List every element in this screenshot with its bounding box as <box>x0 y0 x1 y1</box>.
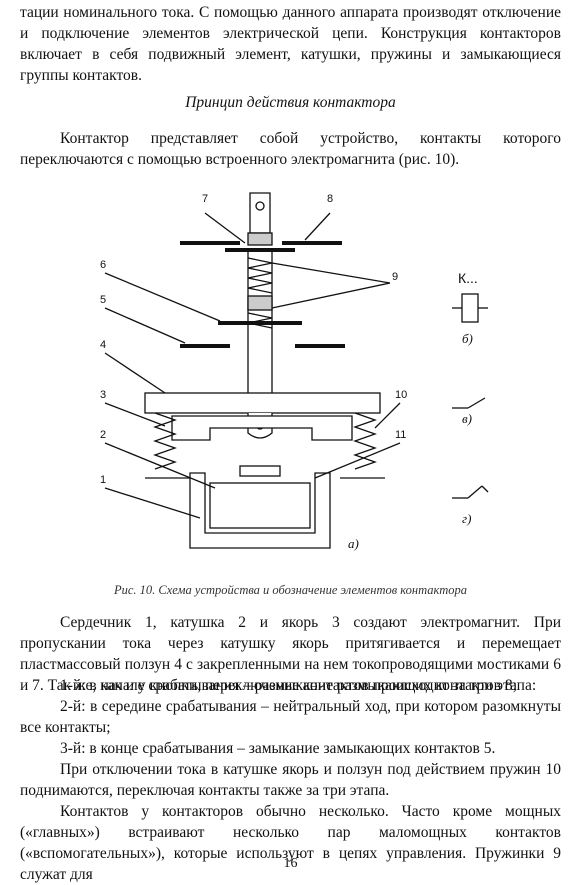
intro-paragraph: Контактор представляет собой устройство,… <box>20 130 561 168</box>
body-paragraph-3: Контактов у контакторов обычно несколько… <box>20 803 561 883</box>
body-paragraph-1: Сердечник 1, катушка 2 и якорь 3 создают… <box>20 614 561 694</box>
contactor-diagram: 7 8 6 9 5 4 3 10 2 11 1 а) К... б) в) г) <box>100 192 489 551</box>
label-9: 9 <box>392 271 398 283</box>
label-6: 6 <box>100 259 106 271</box>
sub-label-v: в) <box>462 411 472 426</box>
label-4: 4 <box>100 339 106 351</box>
label-10: 10 <box>395 389 407 401</box>
label-1: 1 <box>100 474 106 486</box>
stage-1: 1-й: в начале срабатывания – размыкание … <box>60 677 517 694</box>
label-8: 8 <box>327 193 333 205</box>
section-title: Принцип действия контактора <box>185 94 396 111</box>
sub-label-b: б) <box>462 331 473 346</box>
stage-2: 2-й: в середине срабатывания – нейтральн… <box>20 698 561 736</box>
symbol-label: К... <box>458 270 478 286</box>
label-7: 7 <box>202 193 208 205</box>
sub-label-a: а) <box>348 536 359 551</box>
stage-3: 3-й: в конце срабатывания – замыкание за… <box>60 740 496 757</box>
figure-caption: Рис. 10. Схема устройства и обозначение … <box>113 583 467 597</box>
body-paragraph-2: При отключении тока в катушке якорь и по… <box>20 761 561 799</box>
label-3: 3 <box>100 389 106 401</box>
label-5: 5 <box>100 294 106 306</box>
label-11: 11 <box>395 429 406 441</box>
top-paragraph: тации номинального тока. С помощью данно… <box>20 4 561 84</box>
page-number: 16 <box>283 856 298 871</box>
sub-label-g: г) <box>462 511 471 526</box>
contactor-figure: 7 8 6 9 5 4 3 10 2 11 1 а) К... б) в) г) <box>90 188 520 578</box>
label-2: 2 <box>100 429 106 441</box>
